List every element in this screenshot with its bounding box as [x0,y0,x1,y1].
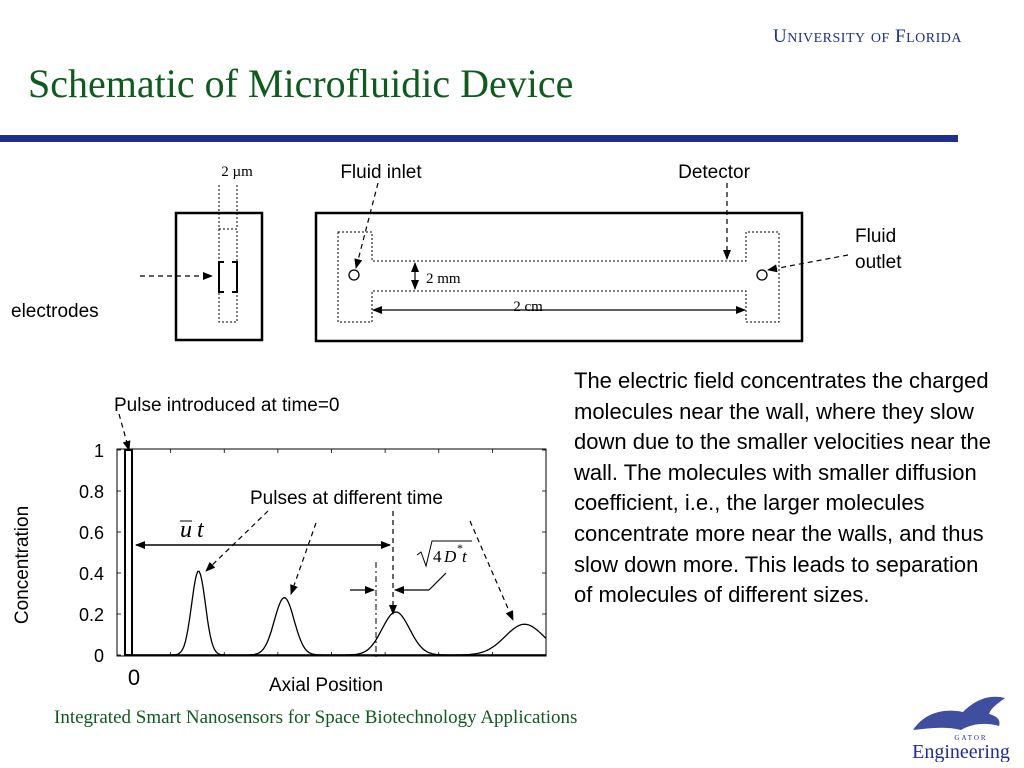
length-dimension-label: 2 cm [513,299,543,315]
detector-label: Detector [678,162,750,183]
channel-width-label: 2 µm [221,164,253,180]
pulse-curves [129,570,547,656]
y-axis-label: Concentration [12,506,33,624]
ubar-t-label: t [197,517,205,543]
fluid-inlet-arrow [354,182,379,269]
electrodes-label: electrodes [11,301,99,322]
university-header: UNIVERSITY OF FLORIDA [773,26,962,48]
fluid-outlet-label-line1: Fluid [855,226,896,247]
sqrt-coefficient: 4 [433,547,442,566]
sqrt-t: t [462,547,468,566]
y-tick-labels: 1 0.8 0.6 0.4 0.2 0 [79,441,104,666]
y-tick-label: 0.8 [79,482,104,502]
fluid-channel [337,231,780,323]
uni-letter-u: U [773,26,788,47]
uni-word-lorida: LORIDA [906,31,962,46]
pulses-label: Pulses at different time [250,488,443,509]
sqrt-star: * [457,541,463,555]
x-axis-label: Axial Position [269,675,383,696]
footer-text: Integrated Smart Nanosensors for Space B… [54,707,578,728]
fluid-inlet-label: Fluid inlet [340,162,422,183]
inlet-port [348,269,360,281]
pulse-intro-arrow [118,413,131,451]
device-schematic: 2 µm electrodes Fluid inlet Detector Flu… [11,162,902,343]
electrode-right [232,261,238,293]
outlet-port [756,269,768,281]
sqrt-symbol [416,540,472,568]
initial-pulse [124,449,133,656]
spread-leader [428,572,447,591]
title-divider [0,135,958,142]
height-dimension-label: 2 mm [426,271,461,287]
y-tick-label: 0 [94,646,104,666]
y-tick-label: 0.6 [79,523,104,543]
concentration-chart: 1 0.8 0.6 0.4 0.2 0 0 Axial Position Concentr… [12,395,547,696]
electrode-channel [218,228,238,323]
plot-frame [116,448,547,657]
pulse-arrow-2 [290,522,317,595]
electrode-left [218,261,224,293]
gator-icon [913,696,1005,730]
y-tick-label: 0.4 [79,564,104,584]
y-tick-label: 1 [94,441,104,461]
uni-word-niversity: NIVERSITY [787,31,866,46]
logo-small-text: GATOR [954,734,987,742]
uni-word-of: OF [870,31,890,46]
fluid-outlet-arrow [767,254,849,273]
pulse-intro-label: Pulse introduced at time=0 [114,395,340,416]
sqrt-d: D [443,547,457,566]
page-title: Schematic of Microfluidic Device [28,61,574,106]
x-zero-tick-label: 0 [128,665,140,690]
uni-letter-f: F [895,26,907,47]
explanation-text: The electric field concentrates the char… [574,368,992,608]
fluid-outlet-label-line2: outlet [855,252,902,273]
logo-word: Engineering [912,741,1010,762]
ubar-label: u [180,517,192,543]
gator-engineering-logo: GATOR Engineering [912,696,1010,762]
plot-ticks [117,449,546,656]
pulse-curve-4 [129,623,547,656]
y-tick-label: 0.2 [79,605,104,625]
chip-box [314,211,804,343]
